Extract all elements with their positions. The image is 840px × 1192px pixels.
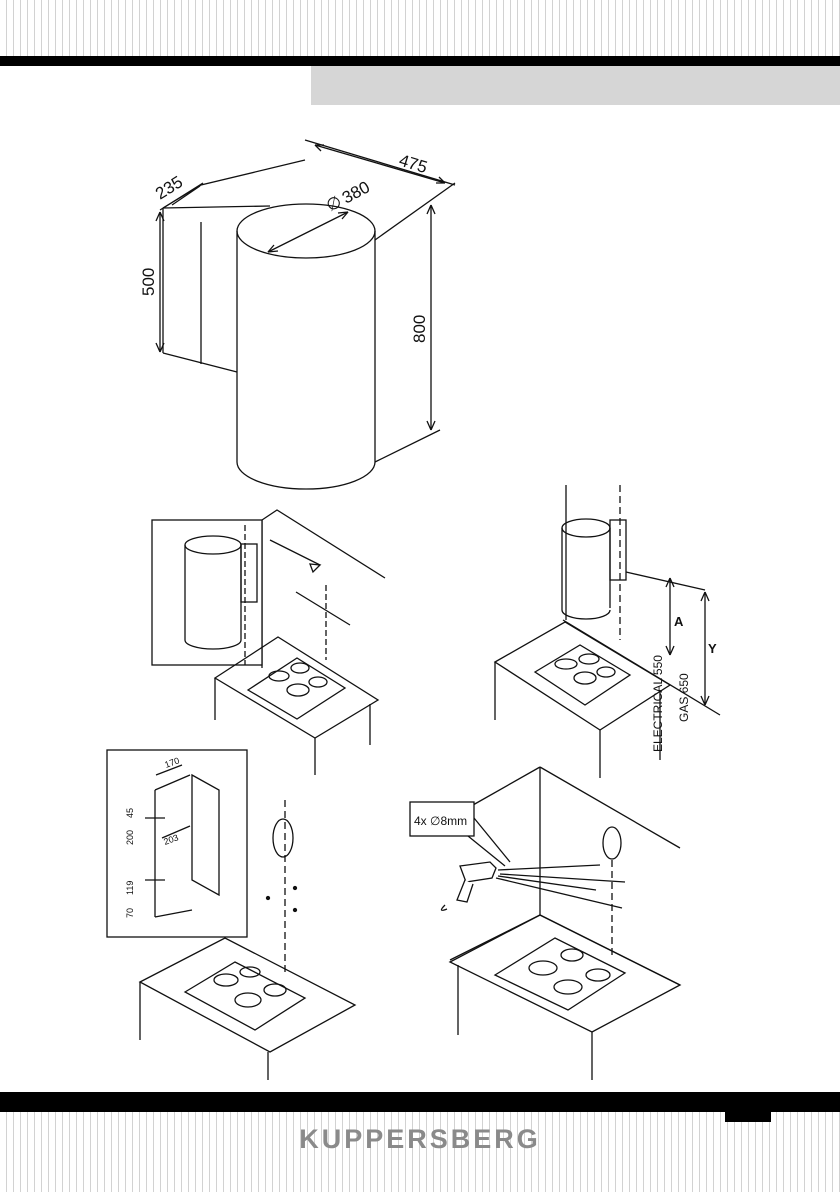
clearance-gas: GAS 650 xyxy=(677,673,691,722)
bracket-height-low: 119 xyxy=(125,881,135,895)
clearance-electrical: ELECTRICAL 550 xyxy=(651,655,665,752)
installation-drawing: 475 235 ∅ 380 500 800 xyxy=(0,0,840,1090)
bracket-height-top: 45 xyxy=(125,808,135,818)
bottom-bar xyxy=(0,1092,840,1112)
dim-width: 475 xyxy=(397,151,430,177)
page-number-tab xyxy=(725,1112,771,1122)
figure-clearance xyxy=(495,485,720,778)
drill-hole-spec: 4x ∅8mm xyxy=(414,814,467,828)
figure-marking xyxy=(152,510,385,775)
figure-dimensions xyxy=(156,140,455,489)
dim-total-height: 800 xyxy=(410,315,429,343)
clearance-y-label: Y xyxy=(708,641,717,656)
bracket-height-bottom: 70 xyxy=(125,908,135,918)
bracket-height-mid: 200 xyxy=(125,830,135,845)
clearance-a-label: A xyxy=(674,614,684,629)
figure-bracket xyxy=(107,750,355,1080)
dim-chimney-height: 500 xyxy=(139,268,158,296)
dim-diameter: 380 xyxy=(339,177,373,207)
brand-logo: KUPPERSBERG xyxy=(0,1124,840,1155)
